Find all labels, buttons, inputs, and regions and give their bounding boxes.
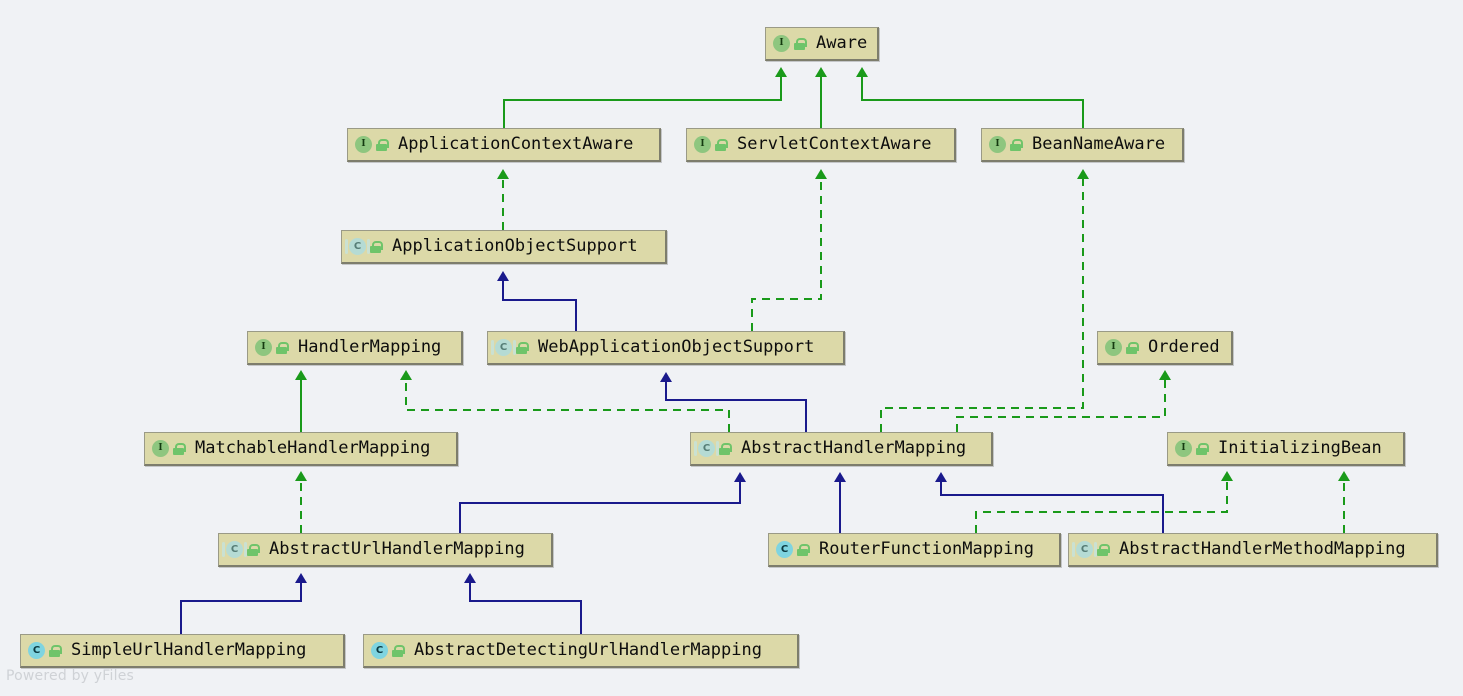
node-glyphs: I [1105,339,1139,356]
lock-icon [794,37,807,50]
interface-badge-icon: I [1175,440,1192,457]
class-node-aware[interactable]: I Aware [765,27,879,61]
lock-icon [715,138,728,151]
node-label: HandlerMapping [298,337,442,357]
node-label: ServletContextAware [737,134,932,154]
lock-icon [173,442,186,455]
lock-icon [797,543,810,556]
lock-icon [392,644,405,657]
node-label: BeanNameAware [1032,134,1166,154]
interface-badge-icon: I [355,136,372,153]
class-badge-icon: C [28,642,45,659]
class-node-servletctxaware[interactable]: I ServletContextAware [686,128,956,162]
class-node-initializingbean[interactable]: I InitializingBean [1167,432,1405,466]
node-glyphs: I [694,136,728,153]
node-label: AbstractDetectingUrlHandlerMapping [414,640,762,660]
node-glyphs: C [28,642,62,659]
yfiles-watermark: Powered by yFiles [6,668,134,684]
node-label: ApplicationObjectSupport [392,236,638,256]
node-glyphs: C [491,339,529,356]
class-node-abstracthm[interactable]: C AbstractHandlerMapping [690,432,993,466]
class-node-abstracthmm[interactable]: C AbstractHandlerMethodMapping [1068,533,1438,567]
lock-icon [247,543,260,556]
class-node-webappobjsupport[interactable]: C WebApplicationObjectSupport [487,331,845,365]
class-badge-icon: C [371,642,388,659]
node-label: AbstractHandlerMethodMapping [1119,539,1406,559]
abstract-class-badge-icon: C [222,541,247,558]
solid-blue-edges [180,271,1164,634]
class-node-simpleurlhm[interactable]: C SimpleUrlHandlerMapping [20,634,345,668]
node-glyphs: C [1072,541,1110,558]
dashed-green-edges [295,169,1350,533]
class-node-appctxaware[interactable]: I ApplicationContextAware [347,128,661,162]
node-label: Ordered [1148,337,1220,357]
node-label: MatchableHandlerMapping [195,438,431,458]
node-label: InitializingBean [1218,438,1382,458]
class-node-beannameaware[interactable]: I BeanNameAware [981,128,1184,162]
node-glyphs: C [222,541,260,558]
interface-badge-icon: I [255,339,272,356]
lock-icon [370,240,383,253]
abstract-class-badge-icon: C [694,440,719,457]
class-node-appobjsupport[interactable]: C ApplicationObjectSupport [341,230,667,264]
node-label: SimpleUrlHandlerMapping [71,640,307,660]
node-label: AbstractHandlerMapping [741,438,967,458]
lock-icon [376,138,389,151]
class-node-abstracturlhm[interactable]: C AbstractUrlHandlerMapping [218,533,553,567]
node-glyphs: I [989,136,1023,153]
node-label: ApplicationContextAware [398,134,634,154]
node-glyphs: C [371,642,405,659]
lock-icon [1010,138,1023,151]
node-glyphs: I [1175,440,1209,457]
abstract-class-badge-icon: C [1072,541,1097,558]
class-node-matchablehm[interactable]: I MatchableHandlerMapping [144,432,458,466]
node-label: AbstractUrlHandlerMapping [269,539,525,559]
lock-icon [276,341,289,354]
lock-icon [1097,543,1110,556]
lock-icon [1126,341,1139,354]
node-label: RouterFunctionMapping [819,539,1034,559]
node-label: WebApplicationObjectSupport [538,337,815,357]
interface-badge-icon: I [1105,339,1122,356]
node-glyphs: I [152,440,186,457]
node-glyphs: C [345,238,383,255]
class-node-abstractdeturlhm[interactable]: C AbstractDetectingUrlHandlerMapping [363,634,799,668]
abstract-class-badge-icon: C [491,339,516,356]
interface-badge-icon: I [773,35,790,52]
lock-icon [49,644,62,657]
lock-icon [516,341,529,354]
node-label: Aware [816,33,868,53]
lock-icon [719,442,732,455]
abstract-class-badge-icon: C [345,238,370,255]
lock-icon [1196,442,1209,455]
class-badge-icon: C [776,541,793,558]
class-node-ordered[interactable]: I Ordered [1097,331,1233,365]
node-glyphs: I [355,136,389,153]
class-node-handlermapping[interactable]: I HandlerMapping [247,331,463,365]
interface-badge-icon: I [152,440,169,457]
class-node-routerfuncmap[interactable]: C RouterFunctionMapping [768,533,1061,567]
node-glyphs: C [694,440,732,457]
node-glyphs: I [773,35,807,52]
interface-badge-icon: I [989,136,1006,153]
solid-green-edges [295,67,1084,432]
interface-badge-icon: I [694,136,711,153]
node-glyphs: C [776,541,810,558]
node-glyphs: I [255,339,289,356]
